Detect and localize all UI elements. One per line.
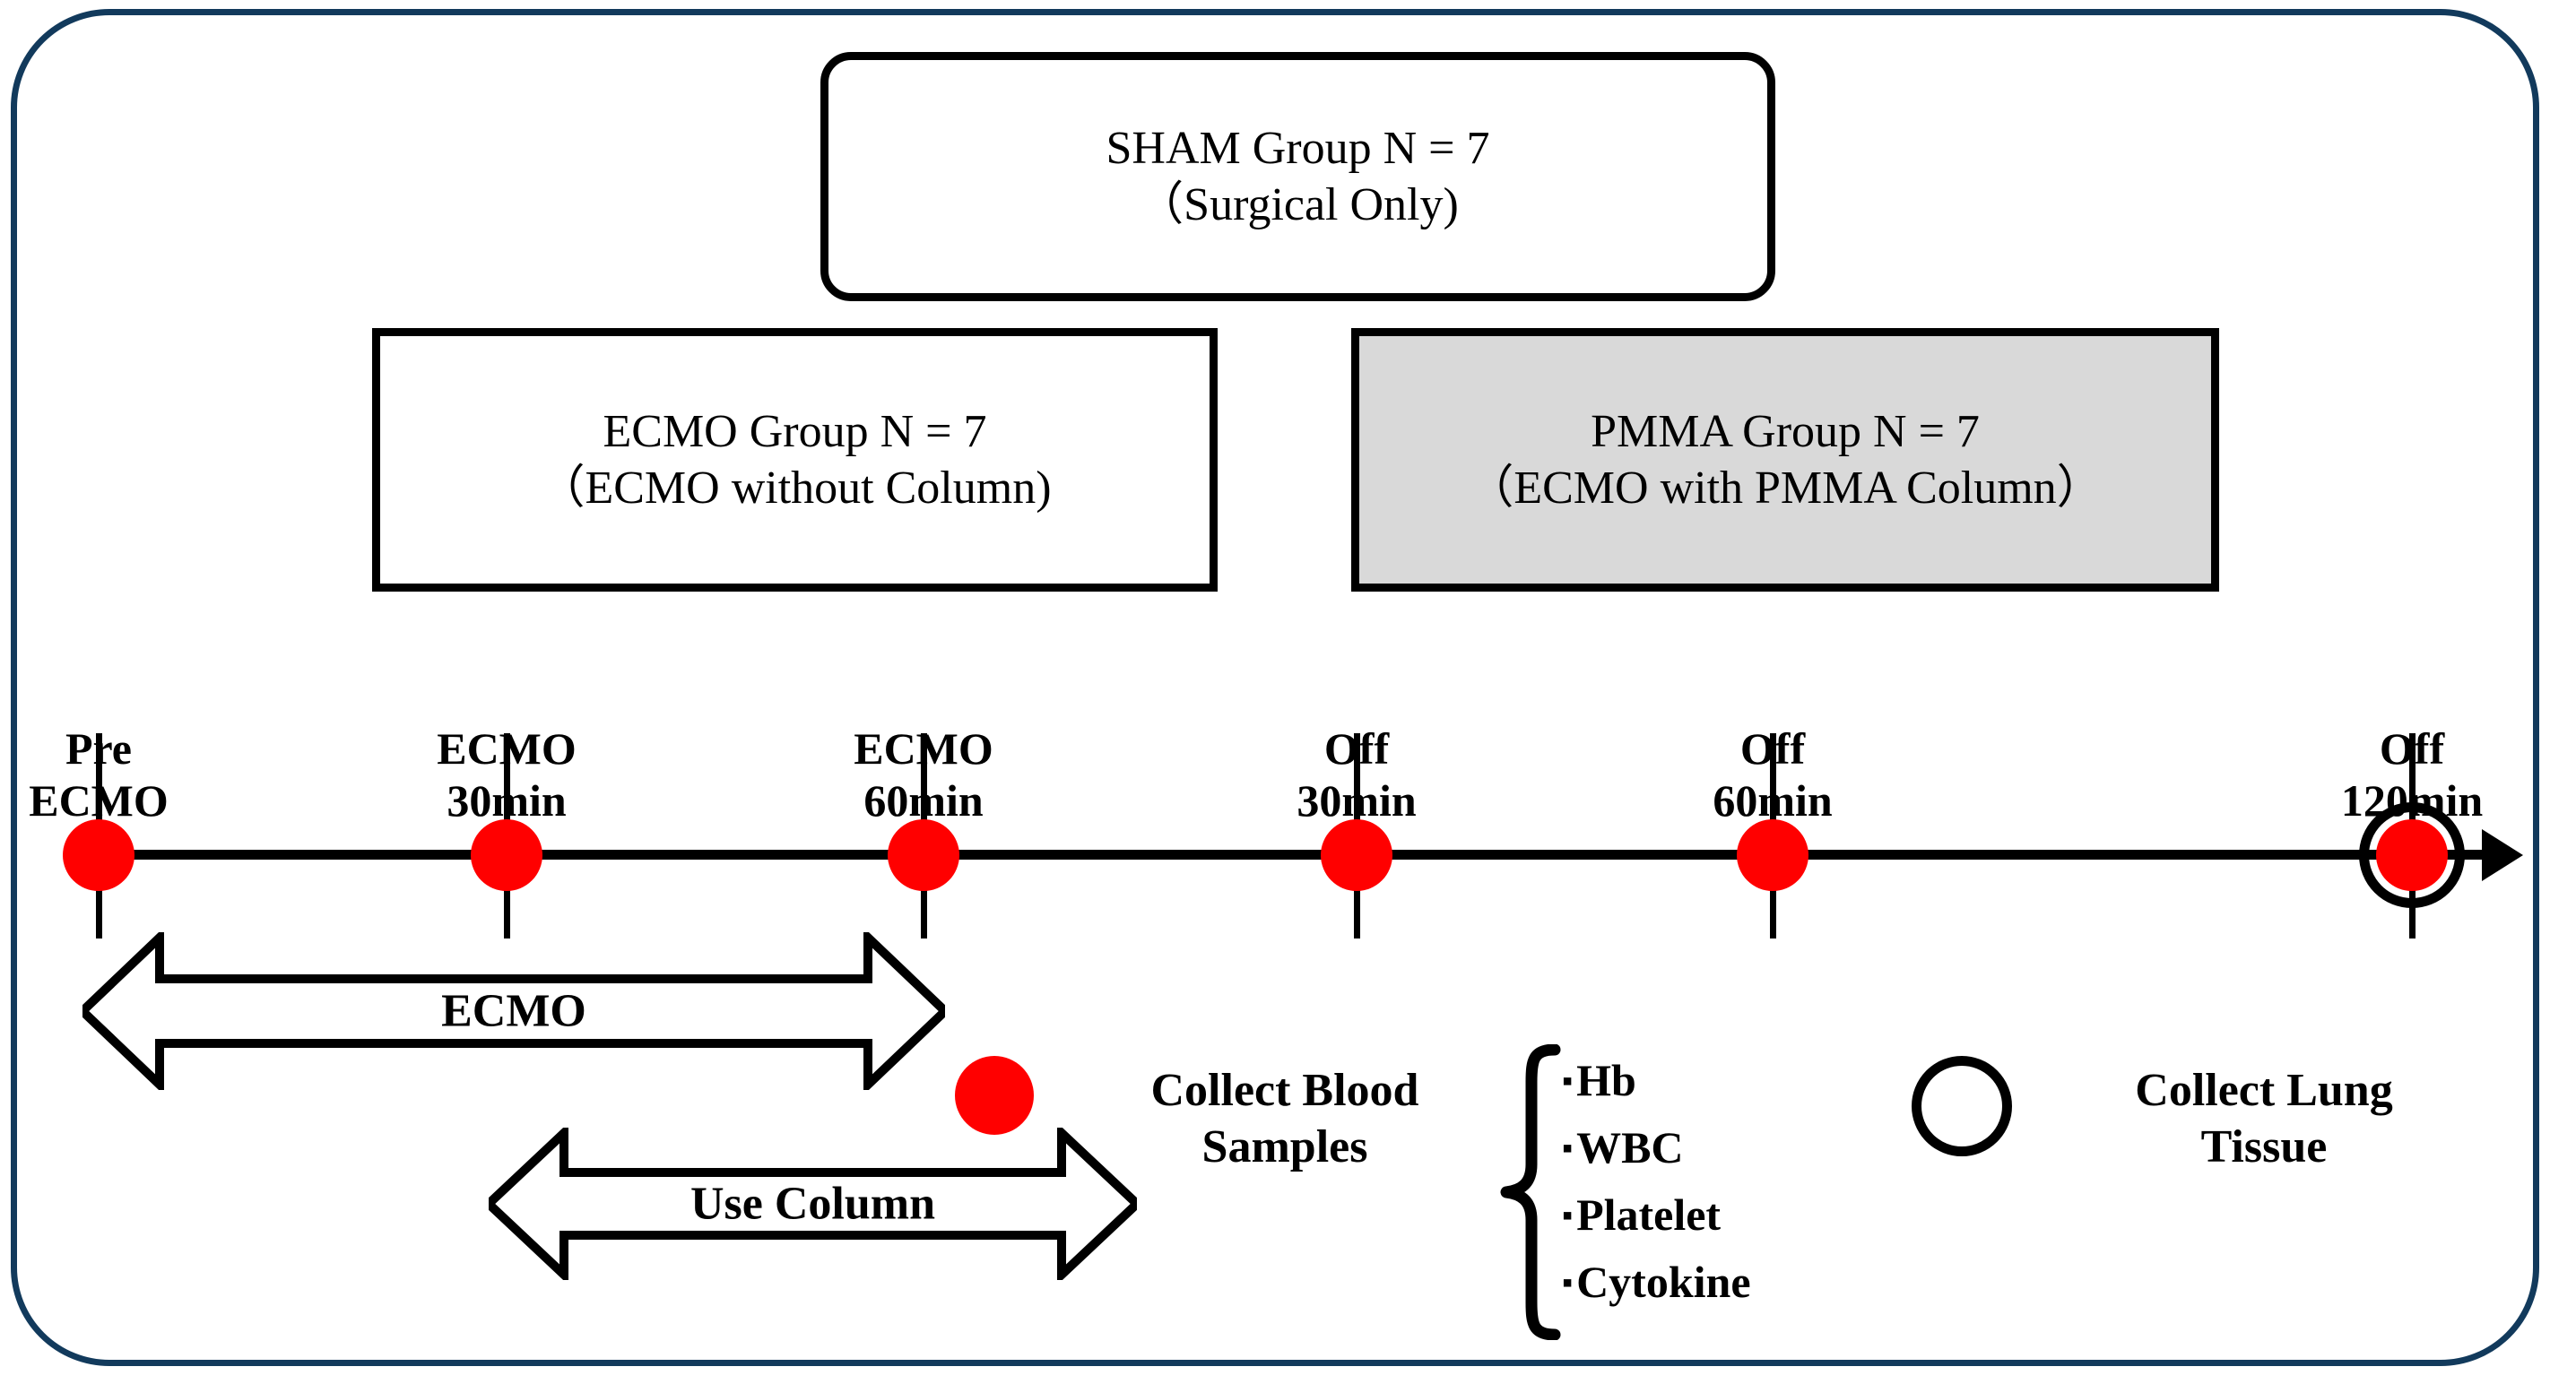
span-arrow-ecmo: ECMO — [82, 932, 945, 1090]
timeline-tick-up-1 — [96, 733, 102, 854]
legend-blood-sample-icon — [955, 1056, 1034, 1135]
bullet-icon: ▪ — [1562, 1131, 1574, 1165]
pmma-group-title: PMMA Group N = 7 — [1591, 405, 1980, 457]
bullet-icon: ▪ — [1562, 1064, 1574, 1098]
list-item: ▪Platelet — [1562, 1189, 1722, 1240]
legend-lung-tissue-icon — [1912, 1056, 2012, 1156]
timeline-tick-up-6 — [2409, 733, 2416, 854]
timeline-tick-down-5 — [1770, 856, 1776, 939]
bullet-icon: ▪ — [1562, 1266, 1574, 1300]
timeline-arrowhead-icon — [2482, 829, 2523, 881]
pmma-group-subtitle: （ECMO with PMMA Column） — [1467, 463, 2103, 514]
list-item: ▪Cytokine — [1562, 1257, 1751, 1307]
ecmo-group-subtitle: （ECMO without Column) — [538, 463, 1052, 514]
blood-sample-marker — [63, 819, 134, 891]
list-item: ▪Hb — [1562, 1055, 1636, 1105]
timeline-tick-down-4 — [1354, 856, 1360, 939]
group-box-sham: SHAM Group N = 7 （Surgical Only) — [820, 52, 1775, 301]
timeline-tick-up-3 — [921, 733, 927, 854]
bullet-icon: ▪ — [1562, 1198, 1574, 1233]
timeline-tick-up-2 — [504, 733, 510, 854]
legend-lung-tissue-label: Collect Lung Tissue — [2135, 1065, 2393, 1173]
blood-sample-marker — [471, 819, 542, 891]
group-box-ecmo: ECMO Group N = 7 （ECMO without Column) — [372, 328, 1218, 592]
legend-blood-sample-label: Collect Blood Samples — [1150, 1065, 1419, 1173]
sham-group-title: SHAM Group N = 7 — [1106, 122, 1490, 174]
timeline-tick-up-4 — [1354, 733, 1360, 854]
lung-tissue-marker — [2359, 802, 2465, 908]
timeline-tick-down-3 — [921, 856, 927, 939]
span-arrow-use-column-label: Use Column — [690, 1178, 936, 1230]
blood-sample-marker — [2376, 819, 2448, 891]
span-arrow-use-column: Use Column — [489, 1128, 1137, 1280]
blood-sample-marker — [1737, 819, 1808, 891]
curly-brace-icon — [1499, 1044, 1562, 1340]
span-arrow-ecmo-label: ECMO — [441, 985, 586, 1037]
timeline-tick-down-2 — [504, 856, 510, 939]
ecmo-group-title: ECMO Group N = 7 — [603, 405, 987, 457]
list-item: ▪WBC — [1562, 1122, 1684, 1172]
group-box-pmma: PMMA Group N = 7 （ECMO with PMMA Column） — [1351, 328, 2219, 592]
sham-group-subtitle: （Surgical Only) — [1137, 179, 1459, 230]
analyte-list: ▪Hb ▪WBC ▪Platelet ▪Cytokine — [1562, 1047, 1751, 1316]
timeline-tick-down-1 — [96, 856, 102, 939]
timeline-tick-up-5 — [1770, 733, 1776, 854]
blood-sample-marker — [1321, 819, 1392, 891]
timeline-axis — [85, 850, 2488, 860]
blood-sample-marker — [888, 819, 959, 891]
